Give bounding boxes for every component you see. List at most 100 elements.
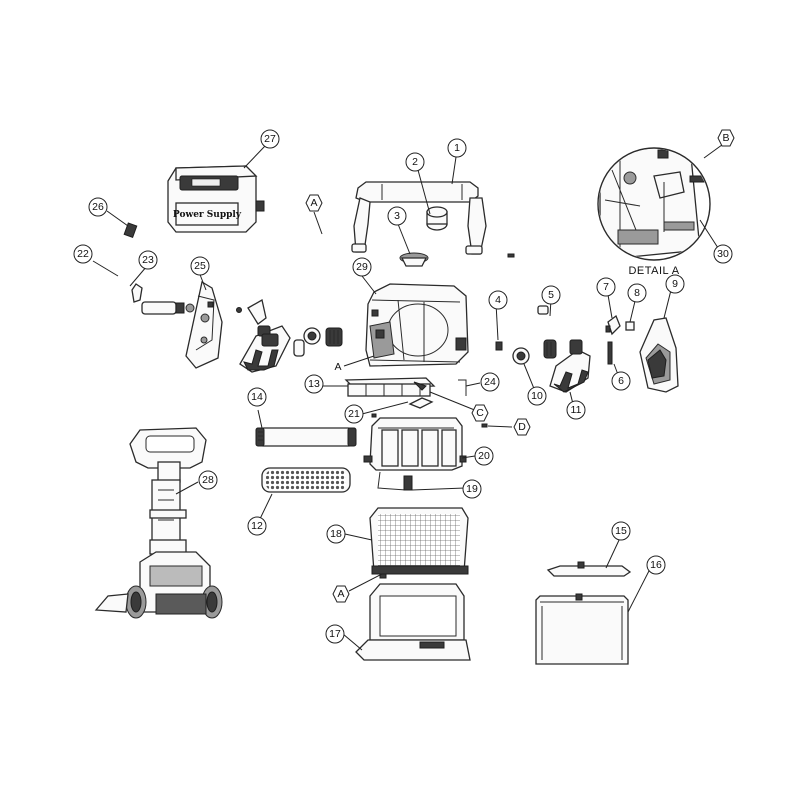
callout-9: 9 bbox=[665, 274, 685, 294]
svg-text:30: 30 bbox=[717, 248, 729, 260]
part-21-clip bbox=[408, 381, 434, 409]
svg-text:29: 29 bbox=[356, 261, 368, 273]
detail-a-label: DETAIL A bbox=[628, 265, 679, 277]
part-5-gear bbox=[537, 305, 557, 359]
part-28-cart bbox=[94, 427, 223, 619]
svg-text:18: 18 bbox=[330, 528, 342, 540]
svg-text:27: 27 bbox=[264, 133, 276, 145]
svg-text:13: 13 bbox=[308, 378, 320, 390]
callout-10: 10 bbox=[527, 386, 547, 406]
part-2-handle-grip bbox=[426, 206, 448, 231]
svg-text:14: 14 bbox=[251, 391, 263, 403]
left-track-assembly bbox=[236, 298, 343, 373]
part-4-shaft bbox=[495, 341, 503, 351]
svg-text:6: 6 bbox=[618, 375, 624, 387]
part-13-channel bbox=[344, 377, 436, 397]
part-29-main-body bbox=[365, 283, 469, 367]
svg-text:25: 25 bbox=[194, 260, 206, 272]
power-supply-label: Power Supply bbox=[173, 210, 242, 220]
svg-text:17: 17 bbox=[329, 628, 341, 640]
svg-text:22: 22 bbox=[77, 248, 89, 260]
svg-text:7: 7 bbox=[603, 281, 609, 293]
callout-30: 30 bbox=[713, 244, 733, 264]
svg-text:1: 1 bbox=[454, 142, 460, 154]
svg-text:A: A bbox=[334, 361, 341, 373]
callout-1: 1 bbox=[447, 138, 467, 158]
svg-text:A: A bbox=[310, 197, 317, 209]
part-3-impeller-cover bbox=[399, 252, 429, 267]
callout-3: 3 bbox=[387, 206, 407, 226]
callout-12: 12 bbox=[247, 516, 267, 536]
svg-text:21: 21 bbox=[348, 408, 360, 420]
callout-27: 27 bbox=[260, 129, 280, 149]
svg-text:10: 10 bbox=[531, 390, 543, 402]
callout-25: 25 bbox=[190, 256, 210, 276]
callout-A-side: A bbox=[334, 361, 341, 373]
part-25-left-side-plate bbox=[185, 280, 223, 369]
callout-22: 22 bbox=[73, 244, 93, 264]
svg-text:11: 11 bbox=[571, 404, 582, 416]
svg-text:26: 26 bbox=[92, 201, 104, 213]
callout-24: 24 bbox=[480, 372, 500, 392]
svg-text:2: 2 bbox=[412, 156, 418, 168]
screw-d bbox=[481, 423, 488, 428]
callout-19: 19 bbox=[462, 479, 482, 499]
svg-text:15: 15 bbox=[615, 525, 627, 537]
part-9-right-side-plate bbox=[639, 317, 679, 393]
part-10-wheel bbox=[512, 347, 530, 365]
callout-13: 13 bbox=[304, 374, 324, 394]
callout-C: C bbox=[471, 404, 489, 422]
detail-a: DETAIL A bbox=[597, 147, 711, 277]
part-16-caddy-box bbox=[535, 593, 629, 665]
callouts: 27 1 2 3 A 26 22 23 25 29 A 13 4 5 7 8 9… bbox=[73, 129, 735, 644]
svg-text:8: 8 bbox=[634, 287, 640, 299]
svg-text:20: 20 bbox=[478, 450, 490, 462]
callout-17: 17 bbox=[325, 624, 345, 644]
part-6-spring bbox=[607, 341, 613, 365]
callout-A-top: A bbox=[305, 194, 323, 212]
part-20-filter-housing bbox=[363, 417, 467, 471]
svg-text:3: 3 bbox=[394, 210, 400, 222]
part-15-lid bbox=[546, 561, 632, 577]
svg-text:28: 28 bbox=[202, 474, 214, 486]
callout-6: 6 bbox=[611, 371, 631, 391]
callout-8: 8 bbox=[627, 283, 647, 303]
callout-11: 11 bbox=[566, 400, 586, 420]
part-14-roller bbox=[255, 427, 357, 447]
svg-text:9: 9 bbox=[672, 278, 678, 290]
callout-15: 15 bbox=[611, 521, 631, 541]
part-18-filter-basket bbox=[369, 507, 469, 579]
callout-D: D bbox=[513, 418, 531, 436]
callout-23: 23 bbox=[138, 250, 158, 270]
part-27-power-supply: Power Supply bbox=[167, 165, 265, 233]
callout-16: 16 bbox=[646, 555, 666, 575]
callout-2: 2 bbox=[405, 152, 425, 172]
part-7-latch bbox=[605, 314, 621, 336]
screw bbox=[507, 253, 515, 258]
callout-26: 26 bbox=[88, 197, 108, 217]
svg-text:16: 16 bbox=[650, 559, 662, 571]
screw bbox=[371, 413, 377, 418]
part-19-hose bbox=[377, 471, 413, 491]
callout-5: 5 bbox=[541, 285, 561, 305]
callout-20: 20 bbox=[474, 446, 494, 466]
svg-text:12: 12 bbox=[251, 520, 263, 532]
part-11-right-track bbox=[549, 339, 591, 393]
svg-text:D: D bbox=[518, 421, 526, 433]
svg-text:A: A bbox=[337, 588, 344, 600]
callout-18: 18 bbox=[326, 524, 346, 544]
svg-text:24: 24 bbox=[484, 376, 496, 388]
part-22-23-26-cable-swivel bbox=[112, 222, 195, 315]
callout-7: 7 bbox=[596, 277, 616, 297]
part-12-brush bbox=[261, 467, 351, 493]
svg-text:5: 5 bbox=[548, 289, 554, 301]
svg-text:B: B bbox=[722, 132, 729, 144]
callout-21: 21 bbox=[344, 404, 364, 424]
svg-text:C: C bbox=[476, 407, 484, 419]
callout-4: 4 bbox=[488, 290, 508, 310]
part-24-pin bbox=[458, 379, 467, 396]
callout-B: B bbox=[717, 129, 735, 147]
callout-A-bottom: A bbox=[332, 585, 350, 603]
callout-28: 28 bbox=[198, 470, 218, 490]
